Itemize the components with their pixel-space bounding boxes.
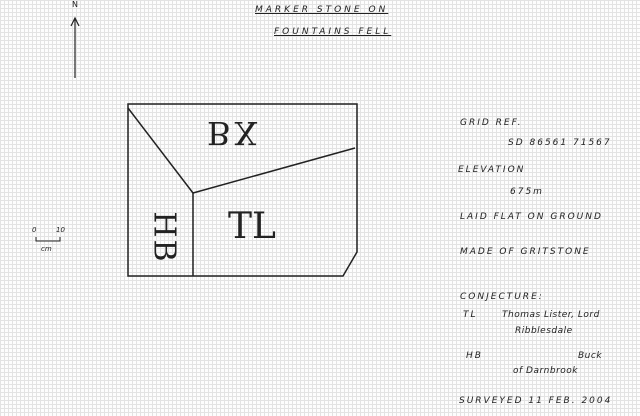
grid-ref-label: GRID REF. bbox=[460, 118, 523, 128]
surveyed-date: SURVEYED 11 FEB. 2004 bbox=[459, 396, 613, 406]
stone-outline bbox=[127, 103, 358, 277]
stone-left-letters: HB bbox=[146, 211, 182, 264]
scale-start: 0 bbox=[32, 226, 37, 234]
stone-top-letters: BX bbox=[207, 114, 262, 152]
laid-flat-note: LAID FLAT ON GROUND bbox=[460, 212, 603, 222]
tl-name-2: Ribblesdale bbox=[515, 326, 573, 336]
grid-ref-value: SD 86561 71567 bbox=[508, 138, 612, 148]
hb-code: HB bbox=[466, 351, 483, 361]
tl-name: Thomas Lister, Lord bbox=[502, 310, 600, 320]
title-line-1: MARKER STONE ON bbox=[255, 5, 389, 15]
scale-unit: cm bbox=[41, 245, 52, 253]
elevation-label: ELEVATION bbox=[458, 165, 526, 175]
north-arrow-icon bbox=[70, 16, 80, 78]
conjecture-label: CONJECTURE: bbox=[460, 292, 544, 302]
stone-right-letters: TL bbox=[228, 206, 276, 247]
material-note: MADE OF GRITSTONE bbox=[460, 247, 591, 257]
scale-bar-icon bbox=[35, 237, 61, 242]
north-label: N bbox=[72, 0, 80, 9]
hb-name: Buck bbox=[578, 351, 603, 361]
scale-end: 10 bbox=[56, 226, 65, 234]
title-line-2: FOUNTAINS FELL bbox=[274, 27, 392, 37]
tl-code: TL bbox=[463, 310, 478, 320]
elevation-value: 675m bbox=[510, 187, 544, 197]
hb-name-2: of Darnbrook bbox=[513, 366, 579, 376]
